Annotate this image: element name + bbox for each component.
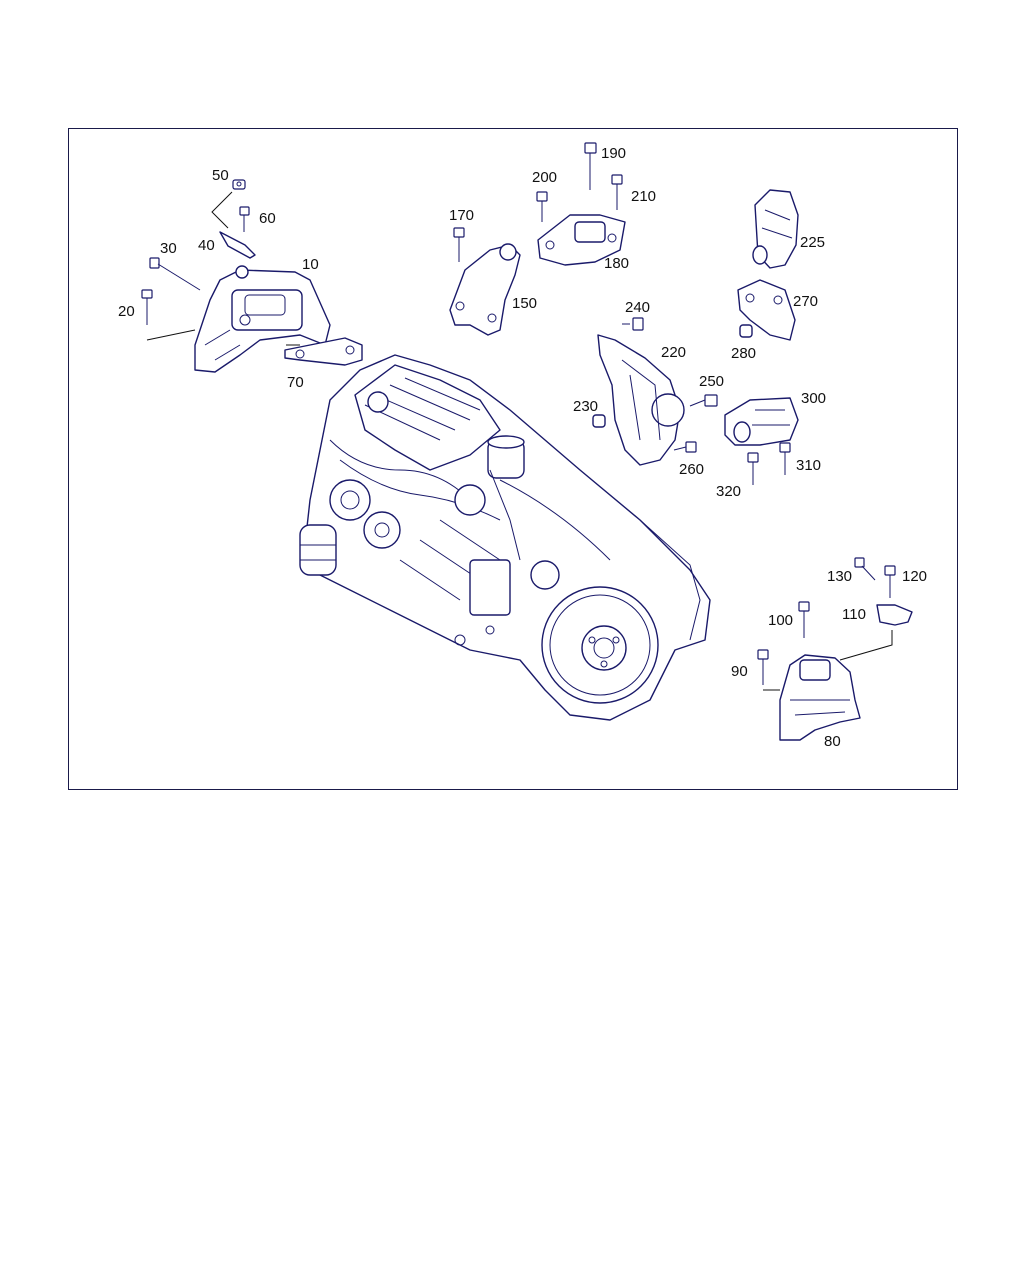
bolt-90 [757,649,769,685]
callout-labels: 10 20 30 40 50 60 70 80 90 100 110 120 1… [118,145,927,750]
callout-150: 150 [512,295,537,312]
callout-70: 70 [287,374,304,391]
bolt-250 [689,394,718,407]
bolt-20 [141,289,153,325]
bolt-60 [239,206,250,232]
bolt-210 [611,174,623,210]
bushing-230 [592,414,606,428]
bolt-320 [747,452,759,485]
callout-230: 230 [573,398,598,415]
bolt-50 [232,179,246,190]
leader-lines [146,191,893,691]
bracket-40 [219,231,256,259]
callout-320: 320 [716,483,741,500]
callout-260: 260 [679,461,704,478]
callout-270: 270 [793,293,818,310]
callout-200: 200 [532,169,557,186]
callout-10: 10 [302,256,319,273]
callout-130: 130 [827,568,852,585]
bracket-180 [537,214,626,266]
engine-mount-right [779,654,861,741]
bolt-200 [536,191,548,222]
plate-70 [284,337,363,366]
callout-100: 100 [768,612,793,629]
callout-110: 110 [842,606,866,623]
bolt-30 [149,257,201,291]
diagram-frame [68,128,958,790]
callout-220: 220 [661,344,686,361]
callout-225: 225 [800,234,825,251]
callout-280: 280 [731,345,756,362]
bolt-170 [453,227,465,262]
bracket-220 [597,334,685,466]
bolt-260 [673,441,697,453]
callout-300: 300 [801,390,826,407]
mount-225 [752,189,799,269]
callout-310: 310 [796,457,821,474]
bracket-150 [449,243,521,336]
engine-mount-left [194,265,331,373]
mount-300 [724,397,799,446]
bolt-130 [854,557,876,581]
callout-180: 180 [604,255,629,272]
bolt-120 [884,565,896,598]
callout-50: 50 [212,167,229,184]
callout-190: 190 [601,145,626,162]
callout-170: 170 [449,207,474,224]
bushing-280 [739,324,753,338]
callout-20: 20 [118,303,135,320]
callout-40: 40 [198,237,215,254]
callout-240: 240 [625,299,650,316]
bolt-100 [798,601,810,638]
callout-30: 30 [160,240,177,257]
bracket-110 [876,604,913,626]
bolt-310 [779,442,791,475]
callout-210: 210 [631,188,656,205]
callout-250: 250 [699,373,724,390]
callout-60: 60 [259,210,276,227]
bracket-270 [737,279,796,341]
callout-80: 80 [824,733,841,750]
engine-assembly [299,354,711,721]
bolt-190 [584,142,597,190]
bolt-240 [622,317,644,331]
callout-120: 120 [902,568,927,585]
callout-90: 90 [731,663,748,680]
